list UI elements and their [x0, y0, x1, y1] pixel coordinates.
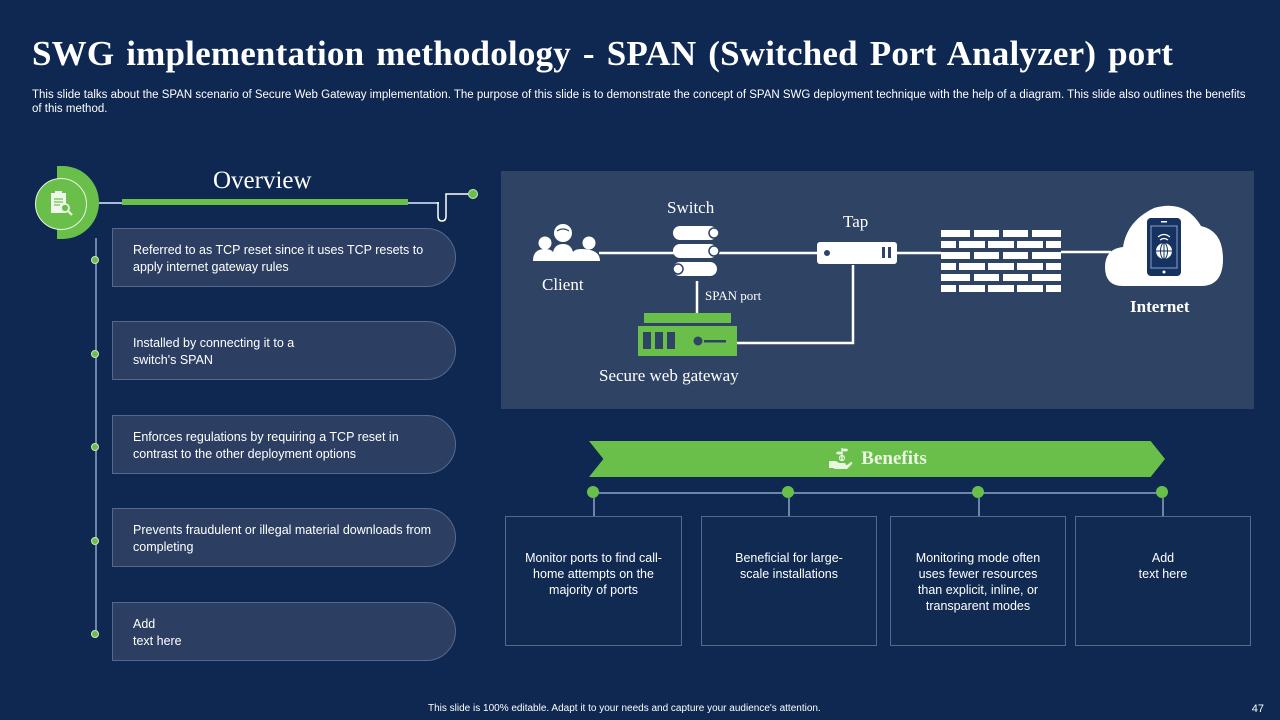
- firewall-icon: [941, 230, 1061, 292]
- overview-connector-hook: [437, 189, 478, 222]
- benefits-banner: Benefits: [589, 441, 1165, 477]
- overview-badge: [35, 178, 87, 230]
- benefit-dot: [587, 486, 599, 498]
- slide-subtitle: This slide talks about the SPAN scenario…: [32, 89, 1246, 115]
- client-users-icon: [533, 224, 600, 261]
- benefit-text: Monitor ports to find call-home attempts…: [525, 551, 662, 597]
- tap-label: Tap: [843, 212, 869, 231]
- overview-item: Enforces regulations by requiring a TCP …: [112, 415, 456, 474]
- overview-item-text: Add text here: [133, 617, 182, 648]
- benefit-stem: [1162, 498, 1164, 516]
- overview-item-text: Referred to as TCP reset since it uses T…: [133, 243, 424, 274]
- benefits-connector-line: [593, 492, 1162, 494]
- connection-lines: [599, 250, 1111, 345]
- overview-item-text: Installed by connecting it to a switch's…: [133, 336, 295, 367]
- benefit-dot: [1156, 486, 1168, 498]
- benefit-card: Add text here: [1075, 516, 1251, 646]
- benefit-dot: [972, 486, 984, 498]
- benefits-title: Benefits: [861, 448, 927, 469]
- client-label: Client: [542, 275, 584, 294]
- diagram-canvas: [533, 205, 1223, 356]
- switch-icon: [672, 226, 720, 276]
- overview-accent-bar: [122, 199, 408, 205]
- document-search-icon: [51, 191, 73, 216]
- timeline-dot: [91, 350, 99, 358]
- overview-item: Installed by connecting it to a switch's…: [112, 321, 456, 380]
- benefit-dot: [782, 486, 794, 498]
- overview-title: Overview: [213, 167, 312, 194]
- benefit-stem: [593, 498, 595, 516]
- benefit-stem: [788, 498, 790, 516]
- tap-device-icon: [817, 242, 897, 264]
- timeline-dot: [91, 537, 99, 545]
- footer-note: This slide is 100% editable. Adapt it to…: [428, 703, 821, 714]
- switch-label: Switch: [667, 198, 715, 217]
- timeline-dot: [91, 630, 99, 638]
- timeline-dot: [91, 256, 99, 264]
- slide-title: SWG implementation methodology - SPAN (S…: [32, 34, 1174, 73]
- page-number: 47: [1251, 703, 1264, 715]
- overview-timeline: [95, 238, 97, 638]
- overview-item: Referred to as TCP reset since it uses T…: [112, 228, 456, 287]
- benefit-text: Beneficial for large- scale installation…: [735, 551, 843, 581]
- timeline-dot: [91, 443, 99, 451]
- overview-item-text: Enforces regulations by requiring a TCP …: [133, 430, 399, 461]
- benefit-stem: [978, 498, 980, 516]
- benefit-card: Monitor ports to find call-home attempts…: [505, 516, 682, 646]
- overview-item: Prevents fraudulent or illegal material …: [112, 508, 456, 567]
- swg-label: Secure web gateway: [599, 366, 739, 385]
- secure-web-gateway-icon: [638, 313, 737, 356]
- overview-item-text: Prevents fraudulent or illegal material …: [133, 523, 432, 554]
- overview-item: Add text here: [112, 602, 456, 661]
- benefit-card: Monitoring mode often uses fewer resourc…: [890, 516, 1066, 646]
- span-port-label: SPAN port: [705, 288, 762, 303]
- benefit-text: Add text here: [1138, 551, 1188, 581]
- hand-plant-icon: [829, 448, 853, 469]
- span-diagram-panel: Switch Tap Client SPAN port Secure web g…: [501, 171, 1254, 409]
- benefit-text: Monitoring mode often uses fewer resourc…: [915, 551, 1041, 613]
- benefit-card: Beneficial for large- scale installation…: [701, 516, 877, 646]
- internet-cloud-icon: [1105, 205, 1223, 286]
- internet-label: Internet: [1130, 297, 1190, 316]
